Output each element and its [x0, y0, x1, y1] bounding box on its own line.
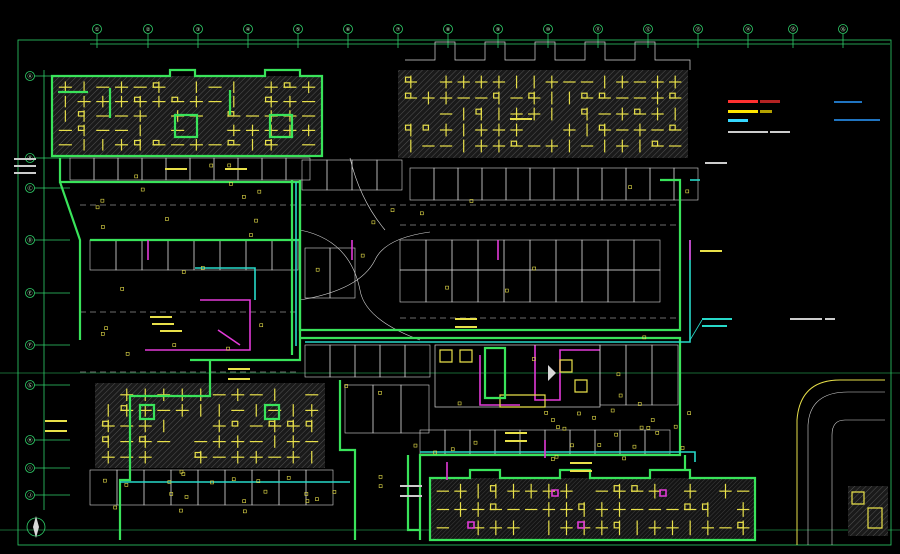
grid-bubble-top	[493, 24, 503, 34]
grid-bubble-left	[25, 288, 35, 298]
pipe-network-cyan	[120, 179, 700, 483]
grid-bubble-top	[788, 24, 798, 34]
grid-bubble-left	[25, 340, 35, 350]
legend-row-red	[728, 100, 758, 103]
grid-label-top: ④	[246, 27, 251, 33]
grid-label-top: ⑤	[296, 27, 301, 33]
legend-row-yellow	[728, 110, 758, 113]
annotation-text-blocks	[14, 118, 727, 497]
grid-bubble-top	[593, 24, 603, 34]
grid-bubble-top	[143, 24, 153, 34]
grid-bubble-left	[25, 71, 35, 81]
grid-label-top: ③	[196, 27, 201, 33]
grid-bubble-left	[25, 490, 35, 500]
grid-bubble-left	[25, 235, 35, 245]
grid-label-top: ⑧	[446, 27, 451, 33]
grid-bubble-top	[543, 24, 553, 34]
grid-label-left: Ⓐ	[27, 73, 32, 80]
grid-bubble-top	[393, 24, 403, 34]
building-block-south	[428, 468, 757, 542]
grid-label-top: ⑦	[396, 27, 401, 33]
grid-label-top: ②	[146, 27, 151, 33]
grid-label-top: ⑩	[546, 27, 551, 33]
grid-bubble-top	[693, 24, 703, 34]
north-arrow-icon	[26, 516, 46, 538]
pump-room	[434, 344, 601, 408]
grid-label-top: ⑭	[745, 26, 750, 33]
legend-note	[728, 131, 768, 133]
grid-bubble-top	[343, 24, 353, 34]
grid-bubble-top	[193, 24, 203, 34]
grid-bubble-top	[443, 24, 453, 34]
grid-bubble-left	[25, 380, 35, 390]
grid-bubble-left	[25, 463, 35, 473]
building-block-south-east	[848, 486, 888, 536]
grid-label-left: Ⓓ	[27, 237, 32, 244]
pipe-network-green	[58, 158, 687, 540]
grid-label-top: ⑪	[595, 26, 600, 33]
top-grid-axis: ① ② ③ ④ ⑤ ⑥ ⑦ ⑧ ⑨ ⑩ ⑪ ⑫ ⑬ ⑭ ⑮ ⑯	[92, 24, 848, 48]
grid-label-left: Ⓔ	[27, 290, 32, 297]
grid-bubble-left	[25, 435, 35, 445]
building-block-north-east	[398, 41, 691, 158]
grid-label-top: ⑯	[840, 26, 845, 33]
grid-label-top: ①	[95, 27, 100, 33]
grid-bubble-left	[25, 183, 35, 193]
grid-label-top: ⑨	[496, 27, 501, 33]
grid-label-left: Ⓖ	[27, 382, 32, 389]
grid-bubble-top	[92, 24, 102, 34]
building-block-north-west	[50, 68, 324, 158]
pipe-network-magenta	[145, 240, 691, 480]
road-curve	[831, 419, 885, 545]
grid-label-left: Ⓕ	[27, 342, 32, 349]
grid-label-left: Ⓒ	[27, 185, 32, 192]
grid-label-left: Ⓙ	[27, 492, 32, 499]
grid-bubble-top	[838, 24, 848, 34]
grid-label-left: Ⓘ	[27, 465, 32, 472]
parking-bays	[69, 157, 699, 506]
grid-label-top: ⑮	[790, 26, 795, 33]
building-block-south-west	[95, 383, 325, 468]
grid-label-top: ⑥	[346, 27, 351, 33]
section-label	[689, 318, 835, 341]
grid-bubble-top	[743, 24, 753, 34]
legend-row-cyan	[728, 119, 748, 122]
grid-bubble-top	[643, 24, 653, 34]
grid-bubble-top	[243, 24, 253, 34]
grid-bubble-top	[293, 24, 303, 34]
legend	[728, 100, 880, 133]
grid-label-top: ⑬	[695, 26, 700, 33]
grid-label-top: ⑫	[645, 26, 650, 33]
column-markers	[95, 163, 691, 514]
grid-label-left: Ⓗ	[27, 437, 32, 444]
road-curve	[807, 391, 885, 545]
sheet-border	[17, 39, 892, 546]
road-curve	[796, 379, 885, 545]
ramp-curves	[299, 157, 431, 341]
